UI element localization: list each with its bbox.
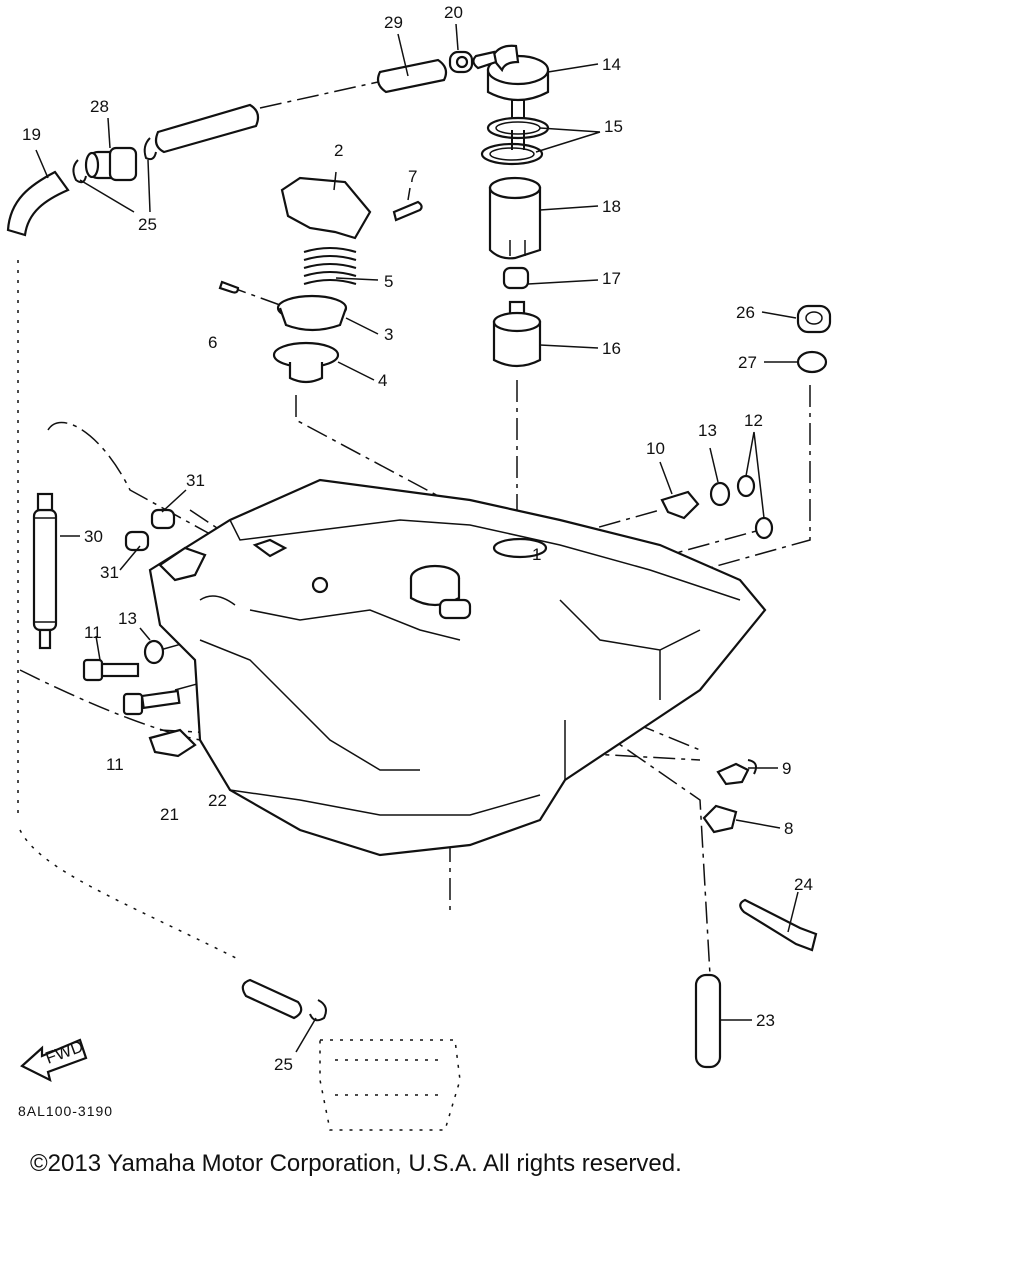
- label-28: 28: [90, 97, 109, 116]
- ring-3: [276, 294, 348, 332]
- clip-12-a: [736, 474, 756, 498]
- label-3: 3: [384, 325, 393, 344]
- grommet-26: [796, 304, 832, 334]
- pin-6: [218, 280, 240, 294]
- label-4: 4: [378, 371, 387, 390]
- bolt-11-a: [82, 658, 140, 682]
- ring-15-a: [486, 116, 550, 140]
- clip-25-b: [143, 137, 157, 161]
- label-22: 22: [208, 791, 227, 810]
- label-2: 2: [334, 141, 343, 160]
- label-14: 14: [602, 55, 621, 74]
- label-12: 12: [744, 411, 763, 430]
- hose-30: [32, 492, 58, 650]
- label-9: 9: [782, 759, 791, 778]
- label-29: 29: [384, 13, 403, 32]
- label-20: 20: [444, 3, 463, 22]
- washer-13-right: [709, 481, 731, 507]
- hose-29: [376, 58, 448, 94]
- hose-upper: [154, 103, 260, 154]
- clamp-20: [448, 50, 474, 74]
- leader-lines: [35, 23, 799, 1053]
- label-27: 27: [738, 353, 757, 372]
- label-15: 15: [604, 117, 623, 136]
- neck-4: [272, 341, 340, 384]
- clip-25-a: [72, 159, 87, 184]
- clip-9: [716, 759, 757, 786]
- pump-cap-14: [472, 44, 550, 131]
- label-25-bottom: 25: [274, 1055, 293, 1074]
- cap-31-a: [150, 508, 176, 530]
- label-13-right: 13: [698, 421, 717, 440]
- label-8: 8: [784, 819, 793, 838]
- label-18: 18: [602, 197, 621, 216]
- filter-18: [488, 176, 542, 260]
- fuel-tank: [148, 478, 767, 857]
- reference-code: 8AL100-3190: [18, 1103, 113, 1119]
- bolt-11-b: [122, 689, 181, 716]
- label-19: 19: [22, 125, 41, 144]
- clip-10: [660, 490, 700, 520]
- label-23: 23: [756, 1011, 775, 1030]
- label-7: 7: [408, 167, 417, 186]
- label-31-bottom: 31: [100, 563, 119, 582]
- label-5: 5: [384, 272, 393, 291]
- pin-7: [392, 200, 423, 222]
- label-26: 26: [736, 303, 755, 322]
- strap-24: [739, 898, 818, 952]
- spring-5: [303, 247, 357, 285]
- filler-cap-2: [280, 176, 372, 240]
- label-30: 30: [84, 527, 103, 546]
- label-10: 10: [646, 439, 665, 458]
- label-13-left: 13: [118, 609, 137, 628]
- pump-outline-bottom: [319, 1039, 461, 1131]
- label-11-top: 11: [84, 623, 102, 642]
- part-lower-left: [148, 728, 197, 758]
- cap-8: [702, 804, 738, 834]
- label-17: 17: [602, 269, 621, 288]
- hose-23: [694, 973, 722, 1069]
- part-16: [492, 300, 542, 368]
- fitting-28: [84, 146, 138, 182]
- label-31-top: 31: [186, 471, 205, 490]
- fuel-tank-exploded-diagram: FWD 14 15 18 1: [6, 3, 832, 1131]
- part-labels: 14 15 18 17 16 29 20 28 19 25 2 7 5 3 4 …: [18, 3, 813, 1119]
- forward-arrow-icon: FWD: [20, 1037, 88, 1083]
- part-17: [502, 266, 530, 290]
- clip-12-b: [754, 516, 774, 540]
- label-24: 24: [794, 875, 813, 894]
- label-6: 6: [208, 333, 217, 352]
- label-25-top: 25: [138, 215, 157, 234]
- cap-31-b: [124, 530, 150, 552]
- label-11-bottom: 11: [106, 755, 124, 774]
- washer-27: [796, 350, 828, 374]
- label-1: 1: [532, 545, 541, 564]
- hose-19: [6, 170, 70, 237]
- label-21: 21: [160, 805, 179, 824]
- hose-bottom: [241, 978, 303, 1020]
- clip-25-bottom: [309, 999, 327, 1022]
- label-16: 16: [602, 339, 621, 358]
- washer-13-left: [143, 639, 165, 665]
- copyright-notice: ©2013 Yamaha Motor Corporation, U.S.A. A…: [30, 1150, 682, 1177]
